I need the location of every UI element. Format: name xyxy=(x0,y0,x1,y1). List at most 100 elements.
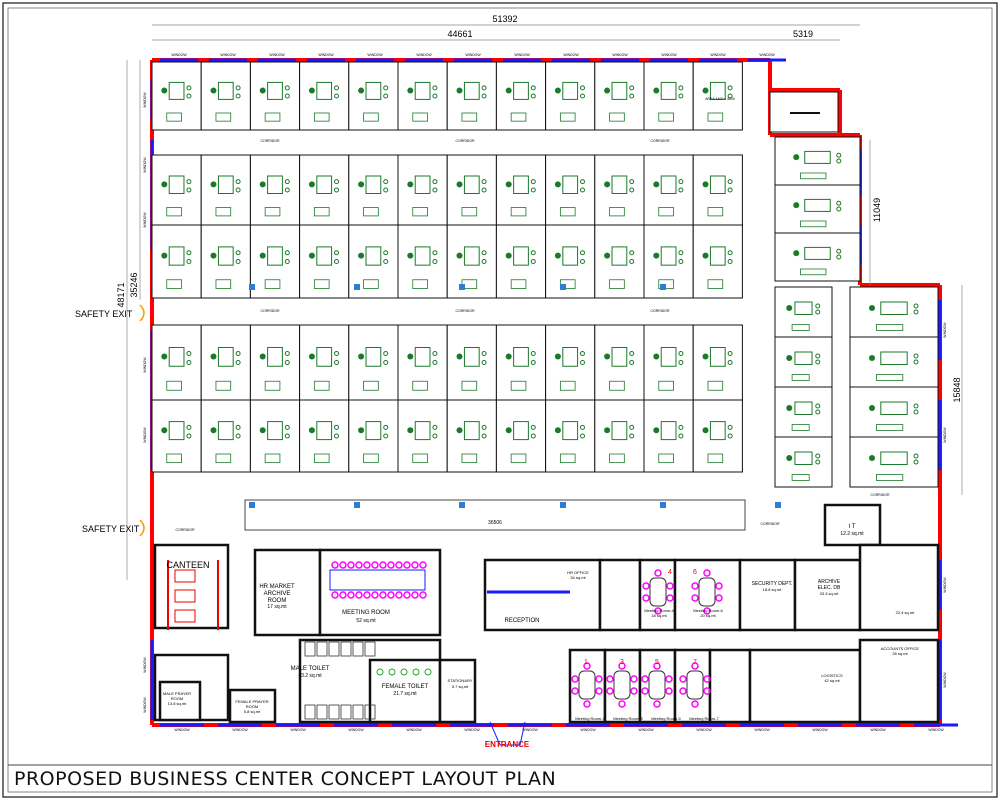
window-label: WINDOW xyxy=(943,322,947,338)
chair-icon xyxy=(456,181,463,188)
office-cell xyxy=(545,324,596,401)
room-wall xyxy=(673,648,712,724)
chair-icon xyxy=(481,351,487,356)
chair-icon xyxy=(387,591,395,599)
office-cell xyxy=(200,61,251,131)
column-marker xyxy=(249,502,255,508)
room-wall xyxy=(793,558,862,632)
chair-icon xyxy=(432,179,438,185)
chair-icon xyxy=(604,427,611,434)
desk-icon xyxy=(463,347,480,367)
room-stationary: STATIONARY xyxy=(448,678,473,683)
desk-icon xyxy=(709,175,726,194)
chair-icon xyxy=(580,424,585,430)
chair-icon xyxy=(580,360,585,365)
chair-icon xyxy=(913,353,919,359)
office-cell xyxy=(348,324,399,401)
chair-icon xyxy=(727,179,733,185)
desk-icon xyxy=(316,246,333,266)
sofa-icon xyxy=(707,453,724,464)
chair-icon xyxy=(793,250,800,257)
room-meeting-4: Meeting Room-4 xyxy=(644,608,674,613)
desk-icon xyxy=(168,246,185,266)
chair-icon xyxy=(653,87,660,94)
chair-icon xyxy=(678,250,684,256)
room-wall xyxy=(483,558,602,632)
room-accounts-area: 28 sq.mt xyxy=(892,651,908,656)
desk-icon xyxy=(316,421,333,441)
office-cell xyxy=(643,324,694,401)
chair-icon xyxy=(727,360,733,365)
room-hr-archive-line: ARCHIVE xyxy=(264,591,291,597)
desk-icon xyxy=(217,421,234,441)
room-archive-elec-line: ELEC. DB xyxy=(818,585,841,591)
sofa-icon xyxy=(363,453,379,464)
room-wall xyxy=(858,638,940,724)
chair-icon xyxy=(583,662,591,670)
chair-icon xyxy=(530,433,536,439)
office-cell xyxy=(495,399,547,473)
chair-icon xyxy=(383,187,389,193)
office-cell xyxy=(200,324,251,401)
sofa-icon xyxy=(876,324,904,331)
chair-icon xyxy=(358,252,365,259)
chair-icon xyxy=(235,179,241,185)
desk-icon xyxy=(611,81,628,100)
chair-icon xyxy=(284,259,290,264)
chair-icon xyxy=(702,353,709,360)
chair-icon xyxy=(606,675,614,683)
office-cell xyxy=(594,399,645,473)
window-label: WINDOW xyxy=(143,357,147,373)
room-male-prayer-line: ROOM xyxy=(171,696,183,701)
chair-icon xyxy=(654,607,662,615)
chair-icon xyxy=(530,250,536,256)
sofa-icon xyxy=(658,279,674,289)
chair-icon xyxy=(554,427,561,434)
chair-icon xyxy=(505,427,512,434)
chair-icon xyxy=(869,305,875,311)
chair-icon xyxy=(815,403,821,409)
desk-icon xyxy=(463,246,480,266)
chair-icon xyxy=(210,181,217,188)
chair-icon xyxy=(786,355,793,361)
corridor-label: CORRIDOR xyxy=(175,528,195,532)
desk-icon xyxy=(217,246,234,266)
chair-icon xyxy=(371,591,379,599)
chair-icon xyxy=(210,353,217,360)
chair-icon xyxy=(235,187,241,193)
chair-icon xyxy=(419,561,427,569)
office-cell xyxy=(495,61,547,131)
room-female-prayer: FEMALE PRAYER xyxy=(235,699,268,704)
chair-icon xyxy=(786,305,793,311)
meeting-number: 7 xyxy=(693,659,697,666)
room-canteen: CANTEEN xyxy=(166,560,209,570)
sofa-icon xyxy=(412,380,428,391)
chair-icon xyxy=(679,687,687,695)
desk-icon xyxy=(365,175,382,194)
chair-icon xyxy=(530,187,536,193)
chair-icon xyxy=(642,594,650,602)
desk-icon xyxy=(267,81,283,100)
chair-icon xyxy=(383,93,389,99)
column-marker xyxy=(459,284,465,290)
chair-icon xyxy=(334,179,339,185)
corridor-label: CORRIDOR xyxy=(260,139,280,143)
chair-icon xyxy=(259,181,266,188)
sofa-icon xyxy=(609,279,625,289)
corridor-label: CORRIDOR xyxy=(870,493,890,497)
chair-icon xyxy=(411,591,419,599)
room-wall xyxy=(598,558,642,632)
chair-icon xyxy=(186,360,192,365)
sofa-icon xyxy=(707,207,724,217)
chair-icon xyxy=(653,662,661,670)
chair-icon xyxy=(666,594,674,602)
room-male-prayer-area: 13.8 sq.mt xyxy=(168,701,188,706)
office-cell xyxy=(249,154,301,226)
chair-icon xyxy=(654,569,662,577)
chair-icon xyxy=(618,700,626,708)
chair-icon xyxy=(347,561,355,569)
chair-icon xyxy=(358,181,365,188)
office-cell xyxy=(299,224,350,299)
window-label: WINDOW xyxy=(943,577,947,593)
